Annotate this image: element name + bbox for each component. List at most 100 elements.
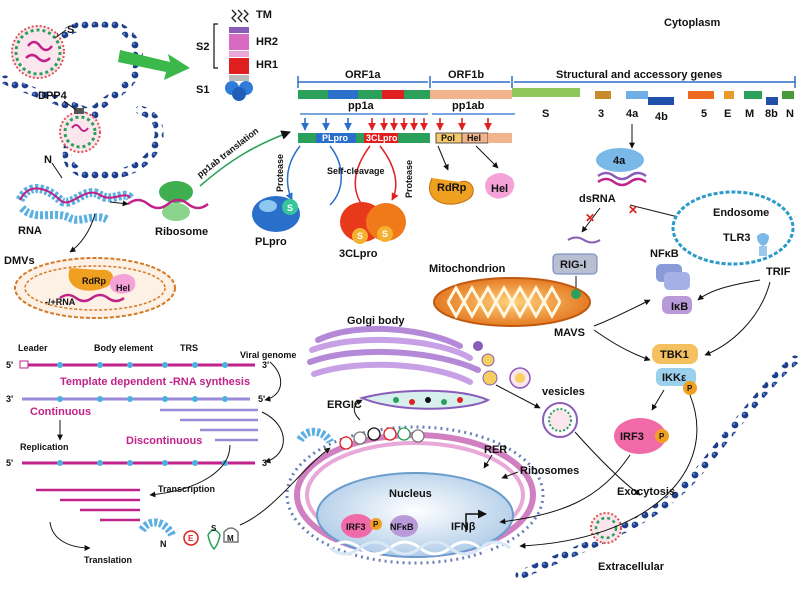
dmv-rdrp-icon	[68, 268, 114, 291]
hel-enzyme-label: Hel	[491, 183, 508, 195]
s2-bracket	[213, 23, 218, 69]
spike-hr1-label: HR1	[256, 59, 278, 71]
ikke-p-icon	[683, 381, 697, 395]
template-synthesis-label: Template dependent -RNA synthesis	[60, 376, 250, 388]
arrow-irf3-to-nucleus	[499, 454, 631, 525]
mavs-anchor-icon	[571, 289, 581, 299]
gene-label: 5	[701, 108, 707, 120]
hel-segment-label: Hel	[467, 133, 481, 143]
arrow-proteins-to-rer	[239, 447, 331, 526]
plpro-enzyme-label: PLpro	[255, 236, 287, 248]
irf3-label: IRF3	[620, 431, 644, 443]
arrow-vesicle-to-exocytosis	[574, 431, 641, 496]
nucleocapsid-rna-coil	[15, 184, 134, 224]
genome-strand-2	[22, 396, 250, 402]
arrow-rna-to-dmv	[69, 213, 96, 253]
genome-bar	[298, 88, 794, 105]
pp1a-label: pp1a	[348, 100, 375, 112]
3clpro-segment-label: 3CLpro	[366, 133, 398, 143]
trif-label: TRIF	[766, 266, 791, 278]
irf3-p-icon	[655, 429, 669, 443]
gene-label: 3	[598, 108, 604, 120]
genome-header	[297, 76, 796, 88]
viral-genome-label: Viral genome	[240, 350, 296, 360]
dsrna-strand-b	[597, 177, 647, 187]
protease-loop-left-return	[329, 145, 342, 206]
rigi-icon	[552, 236, 601, 275]
protein-s-label: S	[211, 524, 217, 533]
self-cleavage-loop	[354, 145, 371, 206]
rna-label: RNA	[18, 225, 42, 237]
rdrp-enzyme-icon	[429, 177, 474, 205]
arrow-to-rdrp	[437, 145, 449, 171]
ergic-body	[358, 389, 491, 410]
arrow-translation	[49, 521, 91, 551]
plpro-cleavage-arrows	[301, 118, 352, 131]
dpp4-label: DPP4	[38, 90, 68, 102]
genome-strand-1	[19, 360, 255, 369]
mitochondrion-label: Mitochondrion	[429, 263, 506, 275]
plpro-segment-label: PLpro	[322, 133, 349, 143]
irf3-p-label: P	[659, 432, 665, 441]
three-prime-label-3: 3'	[262, 458, 269, 468]
five-prime-label-3: 5'	[6, 458, 13, 468]
arrow-tbk1-to-irf3	[651, 389, 665, 411]
arrow-trif-to-tbk1	[704, 281, 771, 356]
spike-label-s: S	[67, 24, 74, 36]
ribosomes-label: Ribosomes	[520, 465, 579, 477]
ikke-label: IKKε	[662, 372, 687, 384]
endosome-membrane	[671, 190, 795, 266]
hel-enzyme-icon	[485, 173, 515, 199]
gene-label: 8b	[765, 108, 778, 120]
nucleus-ifnb-label: IFNβ	[451, 521, 476, 533]
dsrna-label: dsRNA	[579, 193, 616, 205]
m-protein-icon	[223, 527, 239, 543]
nucleocapsid-label: N	[44, 154, 52, 166]
e-protein-icon	[183, 530, 199, 546]
rer-pointer	[483, 454, 493, 469]
nucleus-nfkb-label: NFκB	[390, 522, 414, 532]
gene-labels: S 3 4a 4b 5 E M 8b N	[542, 108, 794, 123]
pp1ab-label: pp1ab	[452, 100, 485, 112]
arrow-mavs-to-tbk1	[593, 329, 651, 362]
dpp4-pointer	[63, 100, 77, 111]
genome-strand-3	[22, 460, 255, 466]
rigi-label: RIG-I	[560, 259, 586, 271]
spike-protein-schematic	[225, 9, 253, 101]
dsrna-strand-a	[597, 171, 647, 181]
arrow-mavs-to-nfkb	[593, 299, 651, 327]
nucleus-nfkb-icon	[390, 515, 418, 537]
gene-label: N	[786, 108, 794, 120]
rer-label: RER	[484, 444, 507, 456]
orf1b-label: ORF1b	[448, 69, 484, 81]
spike-tm-label: TM	[256, 9, 272, 21]
five-prime-label-2: 5'	[258, 394, 265, 404]
tbk1-label: TBK1	[660, 349, 689, 361]
gene-label: M	[745, 108, 754, 120]
structural-genes-label: Structural and accessory genes	[556, 69, 722, 81]
ikke-icon	[656, 368, 696, 386]
arrow-template-synthesis	[264, 361, 282, 402]
3clpro-s2-label: S	[382, 229, 388, 239]
body-element-label: Body element	[94, 343, 153, 353]
nfkb-complex-icon	[656, 264, 692, 314]
n-protein-icon	[138, 518, 176, 537]
nucleus-p-label: P	[373, 520, 379, 529]
three-prime-label-2: 3'	[6, 394, 13, 404]
three-prime-label: 3'	[262, 360, 269, 370]
dmv-rna-strand	[59, 293, 125, 303]
golgi-body	[307, 325, 498, 386]
ergic-label: ERGIC	[327, 399, 362, 411]
exocytosis-label: Exocytosis	[617, 486, 675, 498]
arrow-trif-to-nfkb	[697, 279, 761, 301]
trs-label: TRS	[180, 343, 198, 353]
3clpro-enzyme-icon	[340, 202, 406, 244]
extracellular-label: Extracellular	[598, 561, 665, 573]
spike-pointer	[54, 29, 67, 39]
dmv-rdrp-label: RdRp	[82, 276, 106, 286]
orf1a-label: ORF1a	[345, 69, 381, 81]
nucleus-irf3-label: IRF3	[346, 522, 366, 532]
endosome-label: Endosome	[713, 207, 769, 219]
vesicle-with-virion	[542, 402, 578, 438]
protein-m-label: M	[227, 534, 234, 543]
